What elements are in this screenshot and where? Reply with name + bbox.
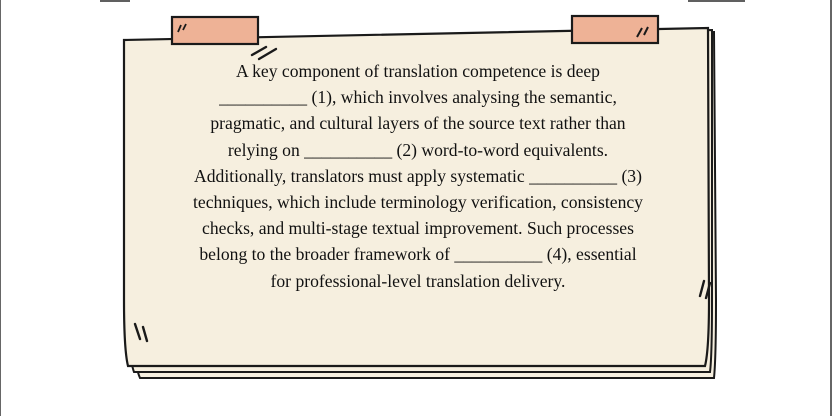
note-line-1: A key component of translation competenc… xyxy=(236,61,600,81)
note-line-4: relying on __________ (2) word-to-word e… xyxy=(227,139,609,160)
tape-right xyxy=(570,14,660,45)
note-line-5: Additionally, translators must apply sys… xyxy=(194,165,642,186)
note-line-2: __________ (1), which involves analysing… xyxy=(219,87,617,108)
note-line-8: belong to the broader framework of _____… xyxy=(199,244,637,265)
note-line-3: pragmatic, and cultural layers of the so… xyxy=(210,113,626,134)
note-line-6: techniques, which include terminology ve… xyxy=(193,192,643,213)
note-text: A key component of translation competenc… xyxy=(118,58,718,294)
tape-left xyxy=(170,15,260,46)
note-line-9: for professional-level translation deliv… xyxy=(270,270,566,291)
note-line-7: checks, and multi-stage textual improvem… xyxy=(202,218,634,239)
